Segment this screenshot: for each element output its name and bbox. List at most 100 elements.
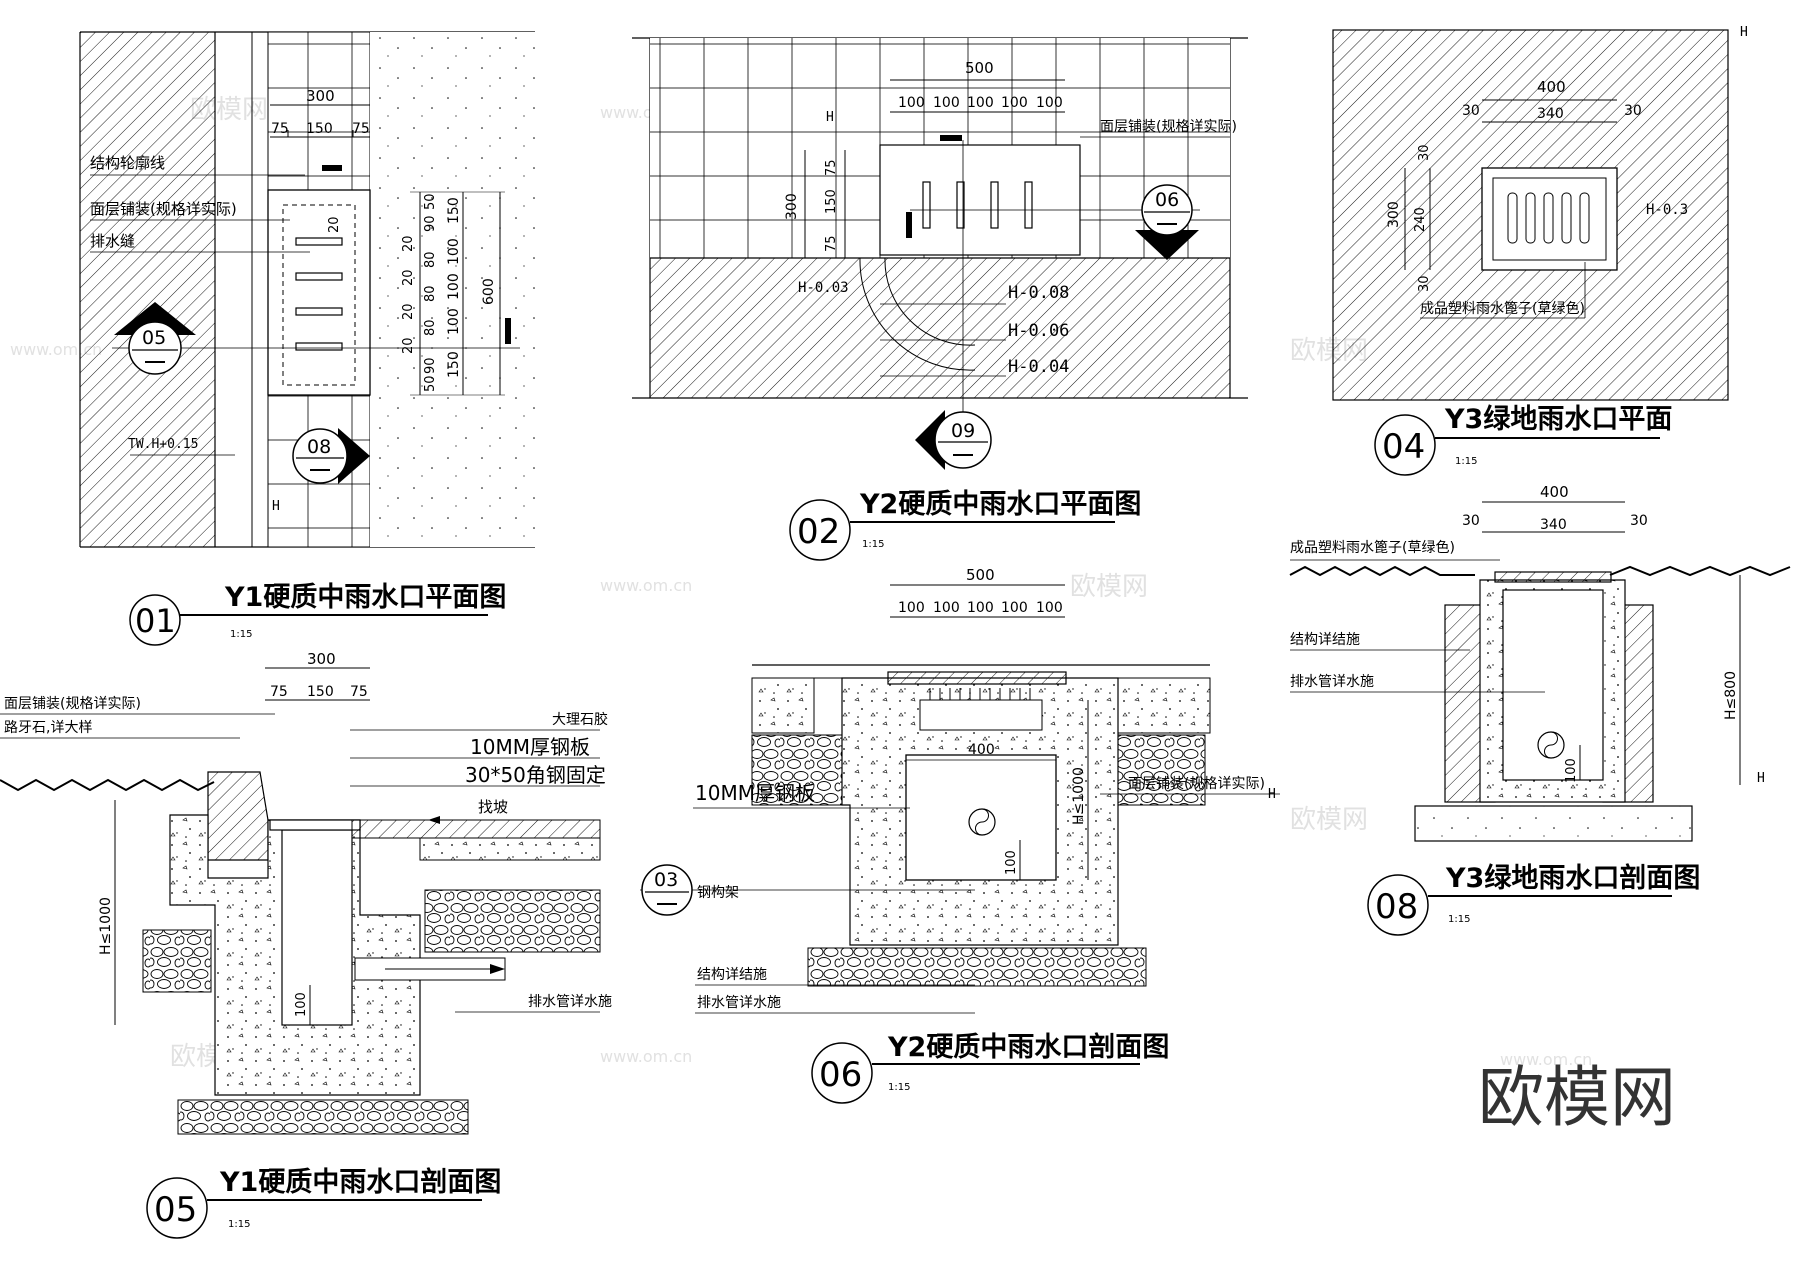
dim-label: 100 <box>1001 95 1028 111</box>
drawing-number: 02 <box>797 512 840 552</box>
dim-label: 100 <box>933 95 960 111</box>
watermark-brand: 欧模网 <box>1290 805 1368 835</box>
gravel-layer <box>142 929 212 993</box>
dim-label: 90 <box>423 357 438 374</box>
grate-slot <box>1525 192 1536 244</box>
watermark-brand: 欧模网 <box>1070 572 1148 602</box>
dim-bottom: 100 <box>294 992 309 1017</box>
drawing-number: 05 <box>154 1190 197 1230</box>
section-mark <box>906 212 912 238</box>
dim-label: 150 <box>307 684 334 700</box>
gravel-layer <box>424 889 601 953</box>
dim-label: 300 <box>1386 201 1402 228</box>
drawing-title: Y1硬质中雨水口平面图 <box>224 582 506 613</box>
dim-label: 150 <box>306 121 333 137</box>
dim-label: 300 <box>306 87 335 105</box>
level-tw: TW.H+0.15 <box>128 437 198 452</box>
label-structure: 结构详结施 <box>697 967 767 983</box>
drawing-number-circle <box>789 499 851 561</box>
level-h: H <box>1268 787 1276 802</box>
label-drain-joint: 排水缝 <box>90 232 135 250</box>
drawing-number-circle <box>146 1177 208 1239</box>
drain-slot <box>922 181 931 229</box>
drawing-scale: 1:15 <box>888 1082 910 1093</box>
drawing-title: Y3绿地雨水口平面 <box>1444 404 1672 435</box>
section-pointer <box>338 428 370 484</box>
dim-label: 300 <box>784 193 800 220</box>
level-h: H <box>272 499 280 514</box>
dim-label: 100 <box>967 600 994 616</box>
dim-label: 80 <box>423 319 438 336</box>
callout-number: 03 <box>654 869 678 891</box>
hatched-wall <box>80 32 215 547</box>
section-mark <box>505 318 511 344</box>
section-callout-06 <box>1141 184 1193 236</box>
inlet-frame <box>879 144 1081 256</box>
drawing-08-section: 400 30 340 30 成品塑料雨水篦子(草绿色) 结构详结施 排水管详水施… <box>1289 483 1791 936</box>
inlet-chamber <box>905 754 1057 881</box>
dim-label: 100 <box>446 273 462 300</box>
base-layer <box>419 837 601 861</box>
drawing-04-plan: 400 30 340 30 300 30 240 30 H H-0.3 成品塑料… <box>1332 25 1748 476</box>
section-mark <box>322 165 342 171</box>
dim-label: 300 <box>307 650 336 668</box>
inlet-frame <box>267 189 371 396</box>
dim-label: 100 <box>898 95 925 111</box>
dim-label: 75 <box>824 159 839 176</box>
dim-label: 100 <box>1001 600 1028 616</box>
drawing-title: Y3绿地雨水口剖面图 <box>1445 862 1700 894</box>
dim-label: 100 <box>898 600 925 616</box>
dim-label: 90 <box>423 215 438 232</box>
dim-label: 30 <box>1624 103 1642 119</box>
grate-slot <box>1543 192 1554 244</box>
label-slope: 找坡 <box>478 798 508 816</box>
base-slab <box>1414 805 1693 842</box>
label-surface-paving: 面层铺装(规格详实际) <box>4 696 141 712</box>
callout-number: 09 <box>951 420 975 442</box>
label-curb: 路牙石,详大样 <box>4 720 92 736</box>
section-pointer <box>1135 230 1199 260</box>
dim-label: 150 <box>446 197 462 224</box>
drawing-01-plan: 300 75 150 75 结构轮廓线 面层铺装(规格详实际) 排水缝 20 5… <box>79 31 535 646</box>
dim-label: 600 <box>481 278 497 305</box>
level-h: H <box>1740 25 1748 40</box>
grate-slot <box>1561 192 1572 244</box>
dim-label: 50 <box>423 193 438 210</box>
drain-slot <box>990 181 999 229</box>
dim-label: 30 <box>1462 103 1480 119</box>
callout-number: 05 <box>142 327 166 349</box>
gravel-layer <box>1114 734 1206 806</box>
drain-slot <box>295 342 343 351</box>
drawing-title: Y1硬质中雨水口剖面图 <box>219 1166 501 1198</box>
dim-inner-width: 400 <box>968 742 995 758</box>
detail-callout-03 <box>641 864 693 916</box>
dim-label: 30 <box>1462 513 1480 529</box>
label-drain-pipe: 排水管详水施 <box>528 994 612 1010</box>
dim-label: 100 <box>933 600 960 616</box>
section-pointer <box>915 410 945 470</box>
curb-stone <box>207 771 269 861</box>
dim-label: 75 <box>270 684 288 700</box>
drawing-number: 01 <box>135 602 176 640</box>
dim-label: 150 <box>824 189 839 214</box>
level-h: H <box>1757 771 1765 786</box>
drawing-number: 04 <box>1382 427 1425 467</box>
paving-layer <box>351 819 601 839</box>
steel-plate <box>269 819 361 831</box>
hatched-area <box>650 258 1230 398</box>
label-marble-glue: 大理石胶 <box>552 711 608 728</box>
drawing-number-circle <box>811 1042 873 1104</box>
drawing-scale: 1:15 <box>230 629 252 640</box>
section-pointer <box>114 302 196 335</box>
drawing-scale: 1:15 <box>1448 914 1470 925</box>
dim-bottom: 100 <box>1564 758 1579 783</box>
drawing-number: 06 <box>819 1055 862 1095</box>
dim-label: 100 <box>1036 600 1063 616</box>
dim-label: 20 <box>401 269 416 286</box>
grate-slot <box>1507 192 1518 244</box>
label-structure: 结构详结施 <box>1290 632 1360 648</box>
section-mark <box>940 135 962 141</box>
dim-label: 75 <box>271 121 289 137</box>
level-label: H-0.03 <box>798 280 849 296</box>
watermark-url: www.om.cn <box>1500 1050 1592 1069</box>
